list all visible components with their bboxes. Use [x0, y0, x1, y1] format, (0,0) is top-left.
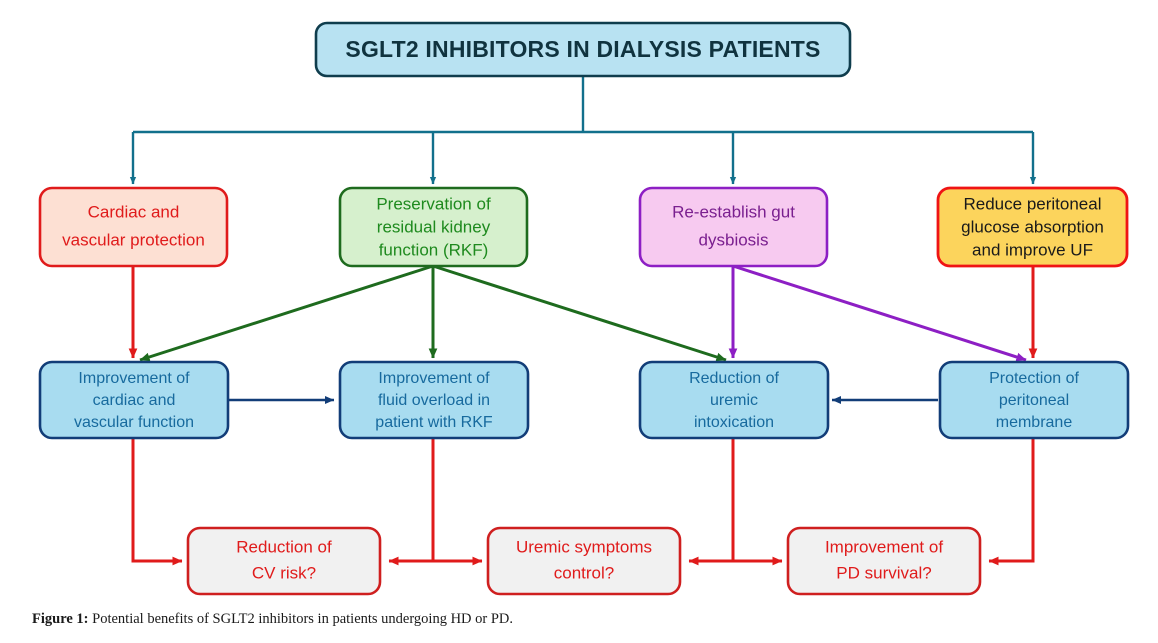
node-reduction-uremic-intoxication-line-1: Reduction of: [689, 370, 779, 387]
node-improvement-pd-survival-box: [786, 526, 982, 596]
node-protection-peritoneal-membrane-line-3: membrane: [996, 414, 1073, 431]
node-re-establish-gut-dysbiosis-box: [638, 186, 829, 268]
node-reduction-uremic-intoxication-line-3: intoxication: [694, 414, 774, 431]
connector-gut-to-peritoneal: [732, 264, 1027, 362]
node-preservation-rkf-box: [338, 186, 529, 268]
node-reduce-peritoneal-glucose-line-2: glucose absorption: [961, 217, 1104, 236]
node-improvement-pd-survival-line-2: PD survival?: [836, 563, 931, 582]
connector-fluidoverload-to-cvrisk: [388, 438, 435, 566]
node-re-establish-gut-dysbiosis-line-2: dysbiosis: [699, 230, 769, 249]
node-sglt2-title-label: SGLT2 INHIBITORS IN DIALYSIS PATIENTS: [345, 36, 820, 62]
node-sglt2-title-box: [314, 21, 852, 78]
figure-caption: Figure 1: Potential benefits of SGLT2 in…: [32, 611, 513, 628]
node-reduction-cv-risk-line-2: CV risk?: [252, 563, 316, 582]
node-reduce-peritoneal-glucose[interactable]: Reduce peritoneal glucose absorption and…: [936, 186, 1129, 268]
node-preservation-rkf-line-1: Preservation of: [376, 194, 491, 213]
connector-peritoneal-to-pdsurvival: [988, 438, 1035, 566]
node-reduction-uremic-intoxication-line-2: uremic: [710, 392, 758, 409]
node-protection-peritoneal-membrane-box: [938, 360, 1130, 440]
connector-rkf-to-cardiacfunction: [139, 264, 434, 362]
node-improvement-cardiac-vascular-function-line-3: vascular function: [74, 414, 194, 431]
node-cardiac-vascular-protection-box: [38, 186, 229, 268]
node-uremic-symptoms-control-line-1: Uremic symptoms: [516, 537, 652, 556]
node-preservation-rkf-line-2: residual kidney: [377, 217, 491, 236]
node-sglt2-title[interactable]: SGLT2 INHIBITORS IN DIALYSIS PATIENTS: [314, 21, 852, 78]
node-reduce-peritoneal-glucose-line-1: Reduce peritoneal: [964, 194, 1102, 213]
node-cardiac-vascular-protection-line-2: vascular protection: [62, 230, 205, 249]
node-improvement-fluid-overload-box: [338, 360, 530, 440]
node-improvement-cardiac-vascular-function-line-1: Improvement of: [78, 370, 190, 387]
node-uremic-symptoms-control-line-2: control?: [554, 563, 614, 582]
node-preservation-rkf-line-3: function (RKF): [379, 240, 489, 259]
node-improvement-cardiac-vascular-function[interactable]: Improvement of cardiac and vascular func…: [38, 360, 230, 440]
node-reduction-cv-risk-line-1: Reduction of: [236, 537, 332, 556]
connector-group-effects-to-outcomes: [131, 438, 1035, 566]
node-re-establish-gut-dysbiosis-line-1: Re-establish gut: [672, 202, 795, 221]
node-cardiac-vascular-protection-line-1: Cardiac and: [88, 202, 180, 221]
flowchart-svg: SGLT2 INHIBITORS IN DIALYSIS PATIENTS Ca…: [38, 21, 1130, 596]
node-protection-peritoneal-membrane-line-2: peritoneal: [999, 392, 1069, 409]
connector-uremic-to-uremicsymptoms: [688, 438, 735, 566]
connector-group-mechanisms-to-effects: [128, 264, 1038, 362]
figure-caption-prefix: Figure 1:: [32, 611, 89, 627]
node-reduction-cv-risk-box: [186, 526, 382, 596]
figure-caption-text: Potential benefits of SGLT2 inhibitors i…: [88, 611, 514, 627]
node-cardiac-vascular-protection[interactable]: Cardiac and vascular protection: [38, 186, 229, 268]
node-protection-peritoneal-membrane[interactable]: Protection of peritoneal membrane: [938, 360, 1130, 440]
node-uremic-symptoms-control[interactable]: Uremic symptoms control?: [486, 526, 682, 596]
node-improvement-fluid-overload-line-3: patient with RKF: [375, 414, 493, 431]
node-preservation-rkf[interactable]: Preservation of residual kidney function…: [338, 186, 529, 268]
node-improvement-cardiac-vascular-function-box: [38, 360, 230, 440]
node-re-establish-gut-dysbiosis[interactable]: Re-establish gut dysbiosis: [638, 186, 829, 268]
node-reduce-peritoneal-glucose-line-3: and improve UF: [972, 240, 1093, 259]
node-reduce-peritoneal-glucose-box: [936, 186, 1129, 268]
connector-group-title-to-mechanisms: [129, 76, 1037, 185]
node-improvement-fluid-overload[interactable]: Improvement of fluid overload in patient…: [338, 360, 530, 440]
node-improvement-pd-survival-line-1: Improvement of: [825, 537, 943, 556]
node-protection-peritoneal-membrane-line-1: Protection of: [989, 370, 1079, 387]
node-improvement-fluid-overload-line-2: fluid overload in: [378, 392, 490, 409]
connector-cardiacfunction-to-cvrisk: [131, 438, 183, 566]
node-improvement-pd-survival[interactable]: Improvement of PD survival?: [786, 526, 982, 596]
node-uremic-symptoms-control-box: [486, 526, 682, 596]
node-improvement-cardiac-vascular-function-line-2: cardiac and: [93, 392, 176, 409]
node-improvement-fluid-overload-line-1: Improvement of: [378, 370, 490, 387]
node-reduction-uremic-intoxication-box: [638, 360, 830, 440]
node-reduction-cv-risk[interactable]: Reduction of CV risk?: [186, 526, 382, 596]
node-reduction-uremic-intoxication[interactable]: Reduction of uremic intoxication: [638, 360, 830, 440]
connector-rkf-to-uremic: [432, 264, 727, 362]
